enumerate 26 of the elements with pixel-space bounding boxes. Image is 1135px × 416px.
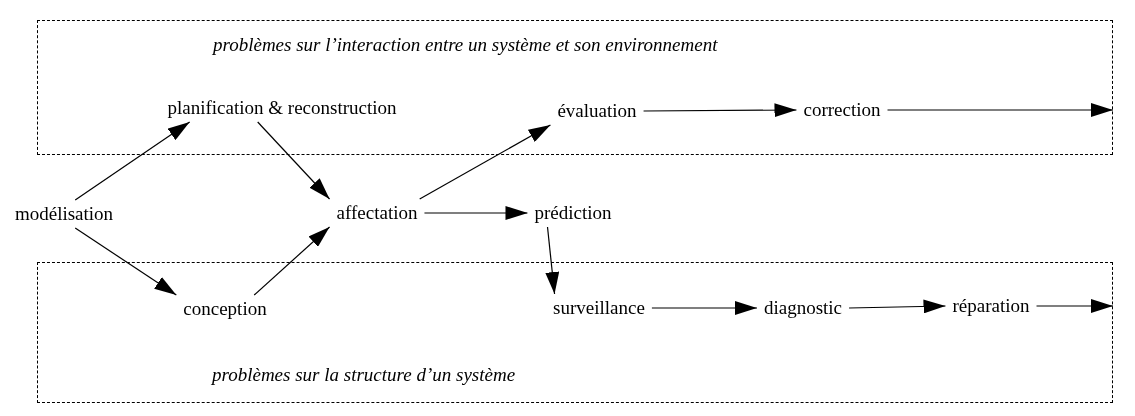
step-label: modélisation — [7, 200, 121, 228]
arrow — [257, 121, 331, 200]
step-label: conception — [176, 295, 274, 323]
step-label: diagnostic — [756, 294, 850, 322]
group-heading: problèmes sur la structure d’un système — [212, 364, 516, 386]
arrow — [423, 206, 529, 220]
arrow — [886, 103, 1114, 117]
arrow — [74, 121, 191, 201]
group-heading: problèmes sur l’interaction entre un système et son environnement — [213, 34, 718, 56]
arrow — [1035, 299, 1114, 313]
step-label: affectation — [329, 199, 425, 227]
step-label: surveillance — [546, 294, 652, 322]
arrow — [74, 227, 177, 296]
step-label: correction — [796, 96, 888, 124]
arrow — [253, 226, 331, 296]
arrow — [545, 226, 560, 295]
step-label: réparation — [945, 292, 1037, 320]
dashed-group-frame — [37, 20, 1113, 155]
arrow — [419, 124, 552, 200]
step-label: évaluation — [550, 97, 644, 125]
arrow — [848, 299, 947, 314]
arrow — [651, 301, 758, 315]
dashed-group-frame — [37, 262, 1113, 403]
step-label: prédiction — [527, 199, 619, 227]
arrow — [642, 103, 798, 118]
step-label: planification & reconstruction — [160, 94, 404, 122]
